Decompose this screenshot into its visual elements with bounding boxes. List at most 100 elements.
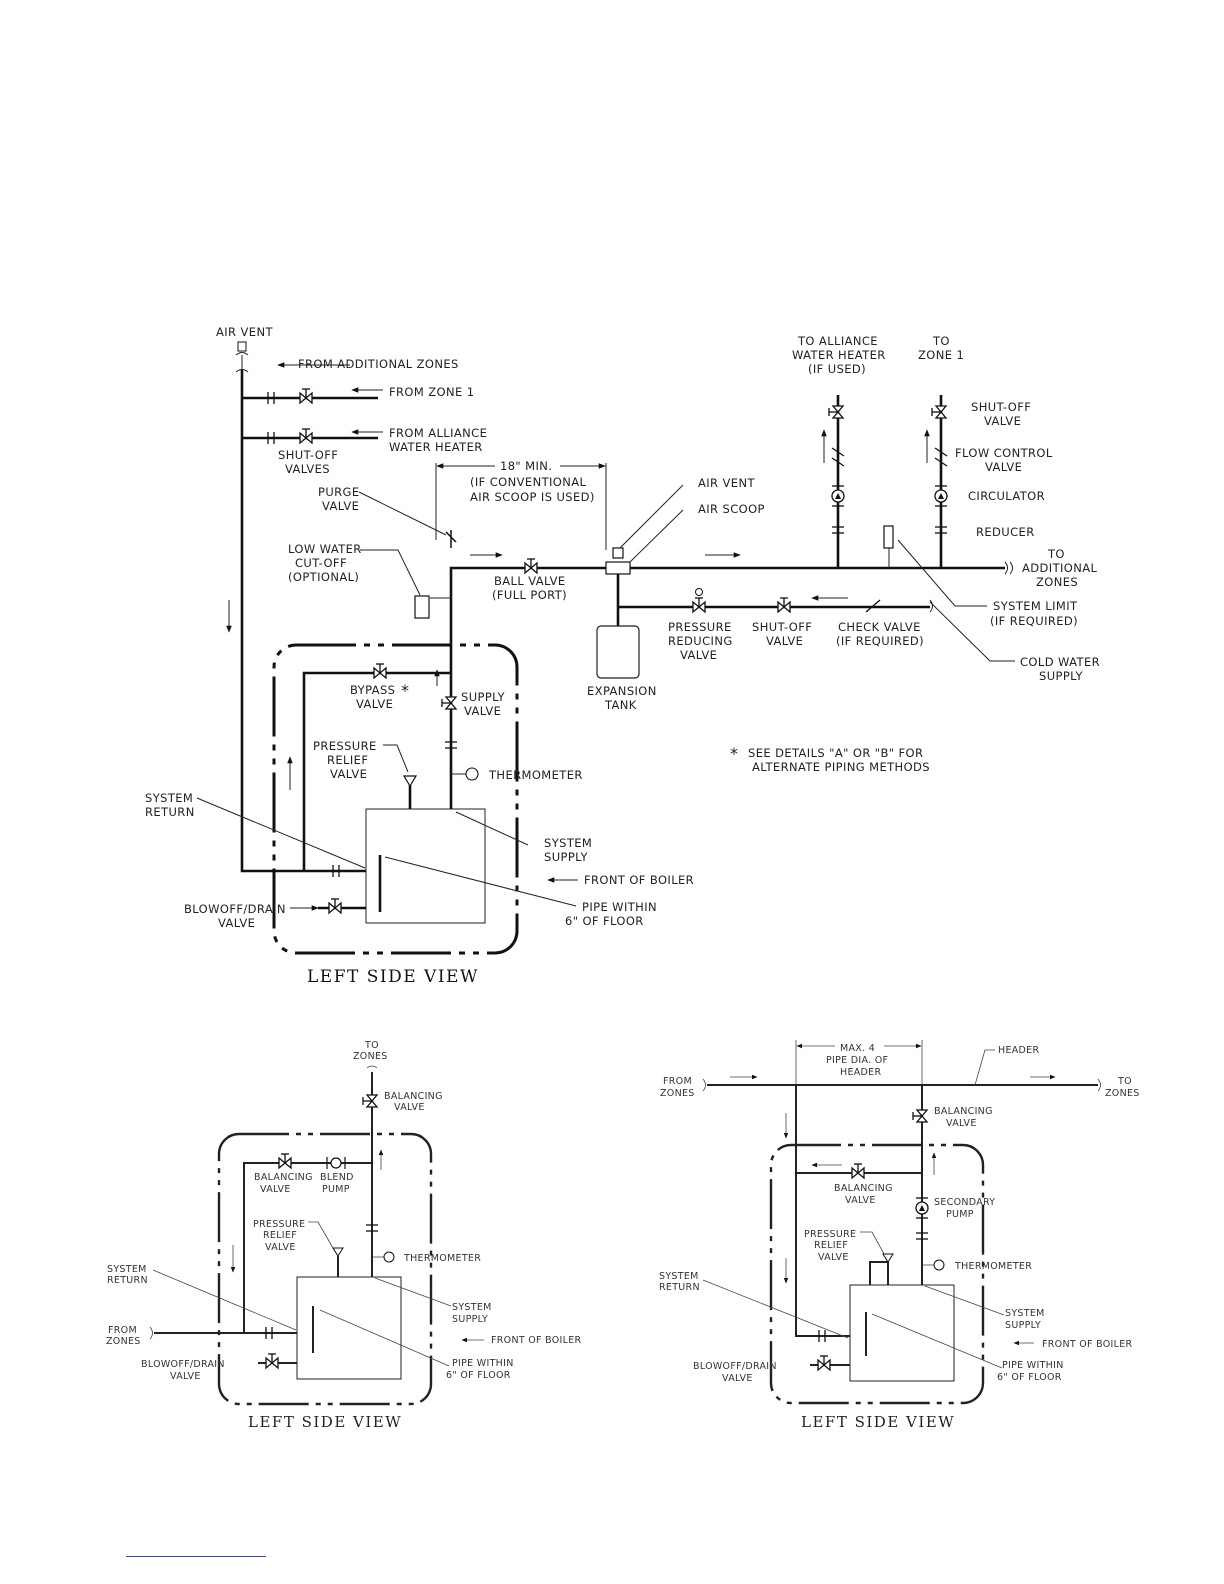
b-label-from-zones: FROM: [663, 1076, 692, 1087]
label-shutoff-valves-2: VALVES: [285, 462, 330, 476]
a-label-system-supply: SYSTEM: [452, 1302, 492, 1313]
main-view-title: LEFT SIDE VIEW: [307, 967, 479, 987]
return-pipe: [240, 370, 366, 873]
a-label-thermometer: THERMOMETER: [403, 1253, 481, 1264]
label-bypass-2: VALVE: [356, 697, 393, 711]
b-label-max: MAX. 4: [840, 1043, 875, 1054]
label-shutoff-r-2: VALVE: [984, 414, 1021, 428]
b-label-system-return: SYSTEM: [659, 1271, 699, 1282]
label-air-vent: AIR VENT: [698, 476, 755, 490]
boiler-enclosure: [272, 643, 519, 955]
label-system-supply-2: SUPPLY: [544, 850, 588, 864]
label-bypass: BYPASS: [350, 683, 395, 697]
label-purge-valve: PURGE: [318, 485, 360, 499]
system-limit: [883, 525, 894, 549]
a-label-pressure-relief-3: VALVE: [265, 1242, 296, 1253]
a-label-system-return: SYSTEM: [107, 1264, 147, 1275]
label-from-alliance-2: WATER HEATER: [389, 440, 483, 454]
label-purge-valve-2: VALVE: [322, 499, 359, 513]
b-label-thermometer: THERMOMETER: [954, 1261, 1032, 1272]
b-label-system-supply-2: SUPPLY: [1005, 1320, 1041, 1331]
label-front-of-boiler: FRONT OF BOILER: [584, 873, 694, 887]
a-label-balancing: BALANCING: [254, 1172, 313, 1183]
a-label-balancing-top: BALANCING: [384, 1091, 443, 1102]
label-air-vent-top: AIR VENT: [216, 325, 273, 339]
label-to-alliance-3: (IF USED): [808, 362, 866, 376]
label-from-alliance: FROM ALLIANCE: [389, 426, 487, 440]
a-label-pressure-relief: PRESSURE: [253, 1219, 305, 1230]
a-label-pipe-within-2: 6" OF FLOOR: [446, 1370, 511, 1381]
label-system-return-2: RETURN: [145, 805, 195, 819]
supply-pipe: [449, 566, 1005, 809]
a-label-system-supply-2: SUPPLY: [452, 1314, 488, 1325]
b-label-secondary-pump: SECONDARY: [934, 1197, 995, 1208]
label-shutoff-valve: SHUT-OFF: [752, 620, 812, 634]
label-asterisk-note: *: [730, 744, 738, 763]
label-prv: PRESSURE: [668, 620, 732, 634]
label-prv-3: VALVE: [680, 648, 717, 662]
air-scoop: [605, 561, 631, 575]
a-label-blowoff: BLOWOFF/DRAIN: [141, 1359, 225, 1370]
label-pipe-within-2: 6" OF FLOOR: [565, 914, 644, 928]
label-system-limit: SYSTEM LIMIT: [993, 599, 1078, 613]
label-blowoff: BLOWOFF/DRAIN: [184, 902, 286, 916]
air-vent-top: [237, 341, 247, 352]
b-label-max-2: PIPE DIA. OF: [826, 1055, 888, 1066]
b-label-secondary-pump-2: PUMP: [946, 1209, 974, 1220]
b-label-system-supply: SYSTEM: [1005, 1308, 1045, 1319]
detail-a-view-title: LEFT SIDE VIEW: [248, 1413, 402, 1431]
detail-b-view-title: LEFT SIDE VIEW: [801, 1413, 955, 1431]
check-valve: [865, 599, 881, 613]
label-system-limit-2: (IF REQUIRED): [990, 614, 1078, 628]
b-label-pressure-relief-3: VALVE: [818, 1252, 849, 1263]
label-pressure-relief: PRESSURE: [313, 739, 377, 753]
main-diagram: AIR VENT FROM ADDITIONAL ZONES FROM ZONE…: [145, 325, 1100, 987]
label-lwco: LOW WATER: [288, 542, 362, 556]
label-to-alliance-2: WATER HEATER: [792, 348, 886, 362]
a-label-blend-pump: BLEND: [320, 1172, 354, 1183]
label-pressure-relief-2: RELIEF: [327, 753, 368, 767]
b-label-balancing-top-2: VALVE: [946, 1118, 977, 1129]
b-label-header: HEADER: [998, 1045, 1039, 1056]
a-label-pressure-relief-2: RELIEF: [263, 1230, 297, 1241]
blend-pump: [330, 1157, 342, 1169]
detail-a-diagram: TO ZONES BALANCING VALVE BALANCING VALVE…: [106, 1040, 581, 1431]
b-label-from-zones-2: ZONES: [660, 1088, 695, 1099]
label-see-details-2: ALTERNATE PIPING METHODS: [752, 760, 930, 774]
footer-rule: [126, 1556, 266, 1557]
b-label-system-return-2: RETURN: [659, 1282, 700, 1293]
expansion-tank: [596, 625, 640, 679]
label-shutoff-valves: SHUT-OFF: [278, 448, 338, 462]
label-to-add-zones-2: ADDITIONAL: [1022, 561, 1098, 575]
b-label-balancing-top: BALANCING: [934, 1106, 993, 1117]
b-label-to-zones-2: ZONES: [1105, 1088, 1140, 1099]
label-to-alliance: TO ALLIANCE: [797, 334, 878, 348]
b-label-to-zones: TO: [1117, 1076, 1132, 1087]
label-cold-water-2: SUPPLY: [1039, 669, 1083, 683]
label-prv-2: REDUCING: [668, 634, 733, 648]
b-label-blowoff: BLOWOFF/DRAIN: [693, 1361, 777, 1372]
label-pipe-within: PIPE WITHIN: [582, 900, 657, 914]
b-label-balancing-2: VALVE: [845, 1195, 876, 1206]
label-dim-18-note-2: AIR SCOOP IS USED): [470, 490, 595, 504]
purge-valve: [445, 530, 457, 548]
detail-b-diagram: MAX. 4 PIPE DIA. OF HEADER HEADER FROM Z…: [659, 1040, 1140, 1431]
air-vent: [612, 547, 624, 559]
label-ball-valve: BALL VALVE: [494, 574, 566, 588]
label-to-add-zones-3: ZONES: [1036, 575, 1078, 589]
b-label-max-3: HEADER: [840, 1067, 881, 1078]
label-to-add-zones: TO: [1047, 547, 1065, 561]
label-see-details: SEE DETAILS "A" OR "B" FOR: [748, 746, 923, 760]
label-dim-18: 18" MIN.: [500, 459, 552, 473]
label-blowoff-2: VALVE: [218, 916, 255, 930]
low-water-cutoff: [414, 595, 430, 619]
a-label-blend-pump-2: PUMP: [322, 1184, 350, 1195]
label-thermometer: THERMOMETER: [488, 768, 583, 782]
detail-a-enclosure: [217, 1132, 433, 1406]
label-shutoff-r: SHUT-OFF: [971, 400, 1031, 414]
a-label-from-zones-2: ZONES: [106, 1336, 141, 1347]
label-circulator: CIRCULATOR: [968, 489, 1045, 503]
label-pressure-relief-3: VALVE: [330, 767, 367, 781]
label-from-zone-1: FROM ZONE 1: [389, 385, 474, 399]
